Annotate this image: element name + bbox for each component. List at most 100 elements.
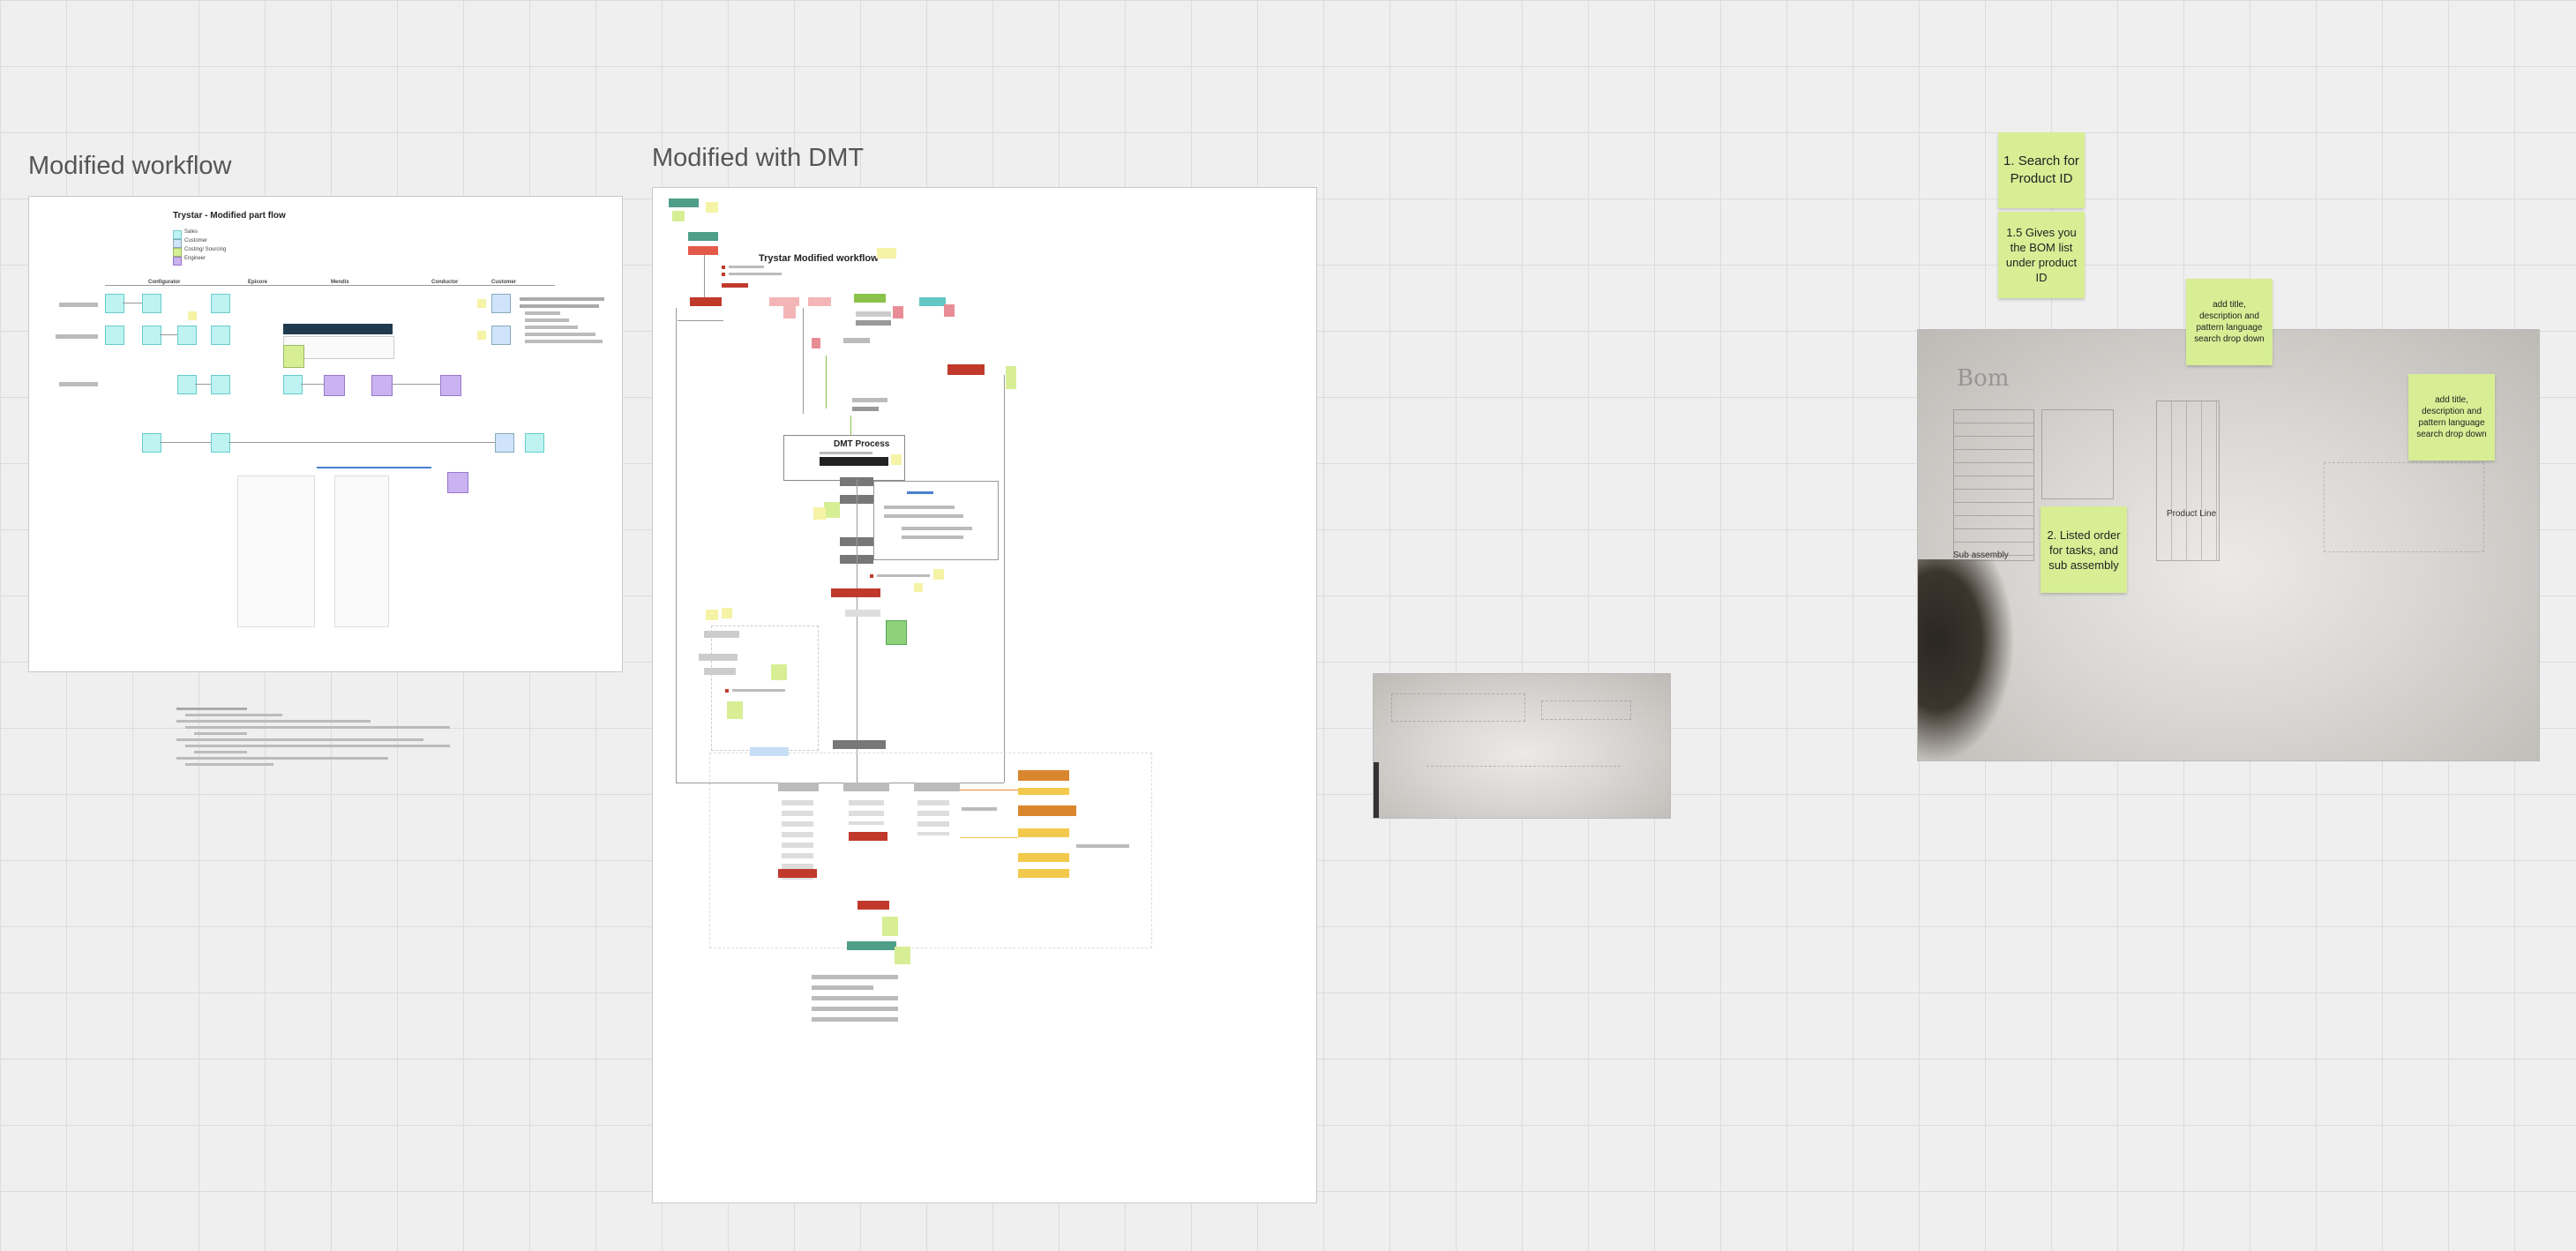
process-node[interactable] (105, 326, 124, 345)
note-sticky[interactable] (891, 454, 902, 465)
group-box (711, 626, 819, 751)
process-node[interactable] (893, 306, 903, 318)
engineer-node[interactable] (447, 472, 468, 493)
process-node[interactable] (283, 375, 303, 394)
sticky-add-title-2[interactable]: add title, description and pattern langu… (2408, 374, 2495, 461)
link-text[interactable] (317, 467, 431, 468)
process-node[interactable] (833, 740, 886, 749)
process-node[interactable] (211, 294, 230, 313)
process-node[interactable] (142, 294, 161, 313)
process-node[interactable] (845, 610, 880, 617)
note-sticky[interactable] (722, 608, 732, 618)
note-sticky[interactable] (882, 917, 898, 936)
whiteboard-photo-large[interactable]: Bom Sub assembly Product Line (1917, 329, 2540, 761)
process-node[interactable] (1018, 805, 1076, 816)
process-node[interactable] (857, 901, 889, 910)
engineer-node[interactable] (371, 375, 393, 396)
note-sticky[interactable] (933, 569, 944, 580)
connector (160, 334, 177, 335)
sticky-add-title[interactable]: add title, description and pattern langu… (2186, 279, 2273, 365)
process-node[interactable] (211, 326, 230, 345)
screenshot-thumb[interactable] (237, 476, 315, 627)
process-node[interactable] (783, 306, 796, 318)
link-text[interactable] (907, 491, 933, 494)
process-node[interactable] (778, 783, 819, 791)
note-sticky[interactable] (914, 583, 923, 592)
frame-title-modified-dmt[interactable]: Modified with DMT (652, 144, 865, 172)
engineer-node[interactable] (324, 375, 345, 396)
note-sticky[interactable] (877, 248, 896, 258)
whiteboard-photo-small[interactable] (1373, 673, 1671, 819)
start-node[interactable] (669, 199, 699, 207)
engineer-node[interactable] (440, 375, 461, 396)
diagram-title: Trystar - Modified part flow (173, 211, 286, 221)
process-node[interactable] (1018, 770, 1069, 781)
process-node[interactable] (704, 631, 739, 638)
process-node[interactable] (525, 433, 544, 453)
process-node[interactable] (849, 832, 887, 841)
process-node[interactable] (1018, 869, 1069, 878)
frame-title-modified-workflow[interactable]: Modified workflow (28, 152, 232, 180)
text-line (812, 985, 873, 990)
customer-node[interactable] (495, 433, 514, 453)
process-node[interactable] (854, 294, 886, 303)
process-node[interactable] (690, 297, 722, 306)
note-sticky[interactable] (706, 202, 718, 213)
process-node[interactable] (142, 433, 161, 453)
process-node[interactable] (142, 326, 161, 345)
note-sticky[interactable] (477, 331, 486, 340)
costing-node[interactable] (283, 345, 304, 368)
customer-node[interactable] (491, 294, 511, 313)
connector (704, 255, 705, 297)
note-sticky[interactable] (188, 311, 197, 320)
process-node[interactable] (812, 338, 820, 348)
frame-modified-workflow[interactable]: Trystar - Modified part flow Sales Custo… (28, 196, 623, 672)
process-node[interactable] (944, 304, 955, 317)
text-line (520, 297, 604, 301)
note-sticky[interactable] (895, 947, 910, 964)
process-node[interactable] (688, 232, 718, 241)
screenshot-thumb[interactable] (334, 476, 389, 627)
process-node[interactable] (699, 654, 738, 661)
process-node[interactable] (919, 297, 946, 306)
sticky-listed-order[interactable]: 2. Listed order for tasks, and sub assem… (2041, 506, 2127, 593)
note-sticky[interactable] (727, 701, 743, 719)
lane-label: Mendix (331, 280, 349, 285)
note-sticky[interactable] (672, 211, 685, 221)
process-node[interactable] (211, 433, 230, 453)
note-sticky[interactable] (886, 620, 907, 645)
process-node[interactable] (105, 294, 124, 313)
sticky-bom-list[interactable]: 1.5 Gives you the BOM list under product… (1998, 212, 2085, 298)
process-node[interactable] (1018, 788, 1069, 795)
process-node[interactable] (750, 747, 789, 756)
legend-swatch (173, 248, 182, 257)
process-node[interactable] (778, 869, 817, 878)
note-sticky[interactable] (813, 507, 826, 520)
process-node[interactable] (808, 297, 831, 306)
process-node[interactable] (769, 297, 799, 306)
frame-modified-dmt[interactable]: Trystar Modified workflow DMT Process (652, 187, 1317, 1203)
process-node[interactable] (177, 375, 197, 394)
customer-node[interactable] (491, 326, 511, 345)
note-sticky[interactable] (1006, 366, 1016, 389)
note-sticky[interactable] (824, 502, 840, 518)
note-sticky[interactable] (477, 299, 486, 308)
process-node[interactable] (688, 246, 718, 255)
process-node[interactable] (1018, 828, 1069, 837)
notes-block[interactable] (176, 708, 450, 769)
process-node[interactable] (177, 326, 197, 345)
end-node[interactable] (847, 941, 896, 950)
process-node[interactable] (704, 668, 736, 675)
process-node[interactable] (831, 588, 880, 597)
process-node[interactable] (1018, 853, 1069, 862)
sticky-search-product-id[interactable]: 1. Search for Product ID (1998, 132, 2085, 208)
text-line (1076, 844, 1129, 848)
process-node[interactable] (211, 375, 230, 394)
process-node[interactable] (843, 783, 889, 791)
dmt-process-box[interactable]: DMT Process (783, 435, 905, 481)
process-node[interactable] (947, 364, 985, 375)
process-node[interactable] (914, 783, 960, 791)
note-sticky[interactable] (706, 610, 718, 620)
legend-bar (722, 283, 748, 288)
note-sticky[interactable] (771, 664, 787, 680)
